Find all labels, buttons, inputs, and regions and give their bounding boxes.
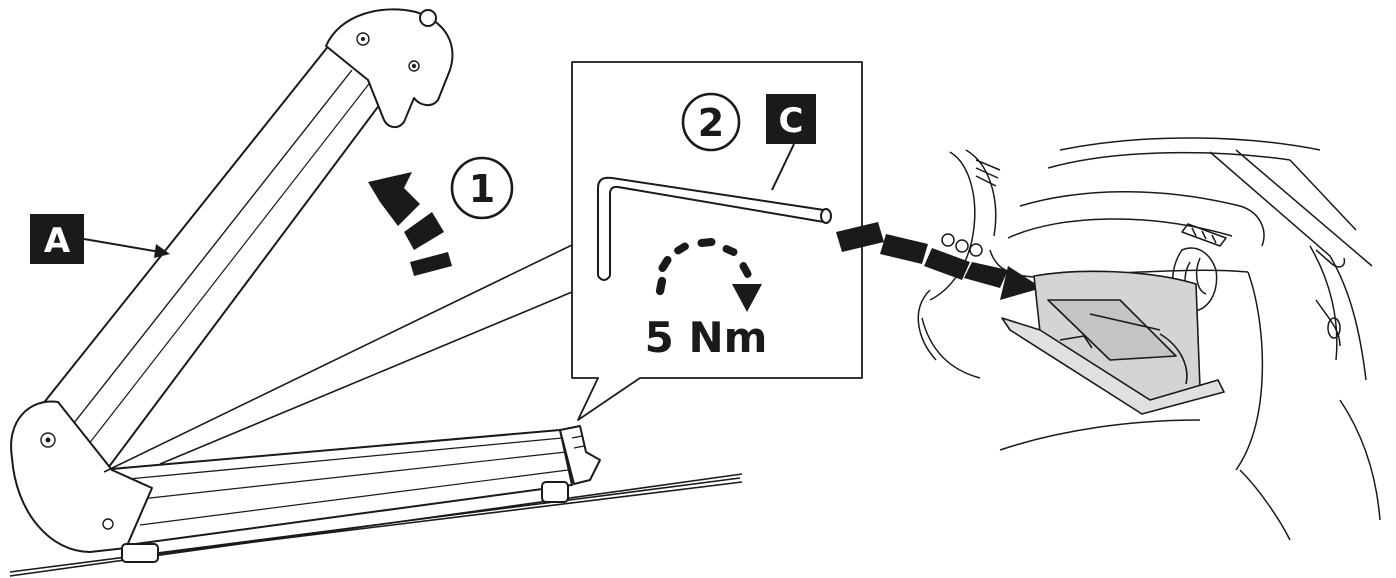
label-c-text: C xyxy=(779,101,804,141)
carrier-upper-arm xyxy=(41,43,393,469)
carrier-foot xyxy=(541,481,569,503)
cap-knob xyxy=(419,9,437,27)
glovebox xyxy=(1001,270,1225,415)
label-c-box xyxy=(766,94,816,144)
carrier-end-clip xyxy=(559,425,601,485)
ski-carrier xyxy=(10,8,601,563)
label-c-pointer xyxy=(771,143,795,191)
torque-value: 5 Nm xyxy=(645,313,768,362)
step-2-circle xyxy=(681,92,741,152)
carrier-base-rail xyxy=(99,429,573,546)
open-direction-arrow-icon xyxy=(368,172,452,276)
carrier-arm-groove xyxy=(69,69,353,429)
label-a-pointer xyxy=(83,238,170,258)
callout-leader-lines xyxy=(103,244,573,473)
glovebox-lid xyxy=(1001,317,1225,415)
step-1-number: 1 xyxy=(469,167,495,211)
tighten-rotation-icon xyxy=(655,237,762,312)
hex-key-icon xyxy=(597,176,832,281)
label-a-box xyxy=(30,214,84,264)
carrier-foot xyxy=(121,543,159,563)
car-interior xyxy=(917,137,1381,541)
label-a-text: A xyxy=(44,221,71,261)
step-2-number: 2 xyxy=(698,101,724,145)
step-1-circle xyxy=(450,156,514,220)
store-in-glovebox-arrow-icon xyxy=(836,222,1042,300)
